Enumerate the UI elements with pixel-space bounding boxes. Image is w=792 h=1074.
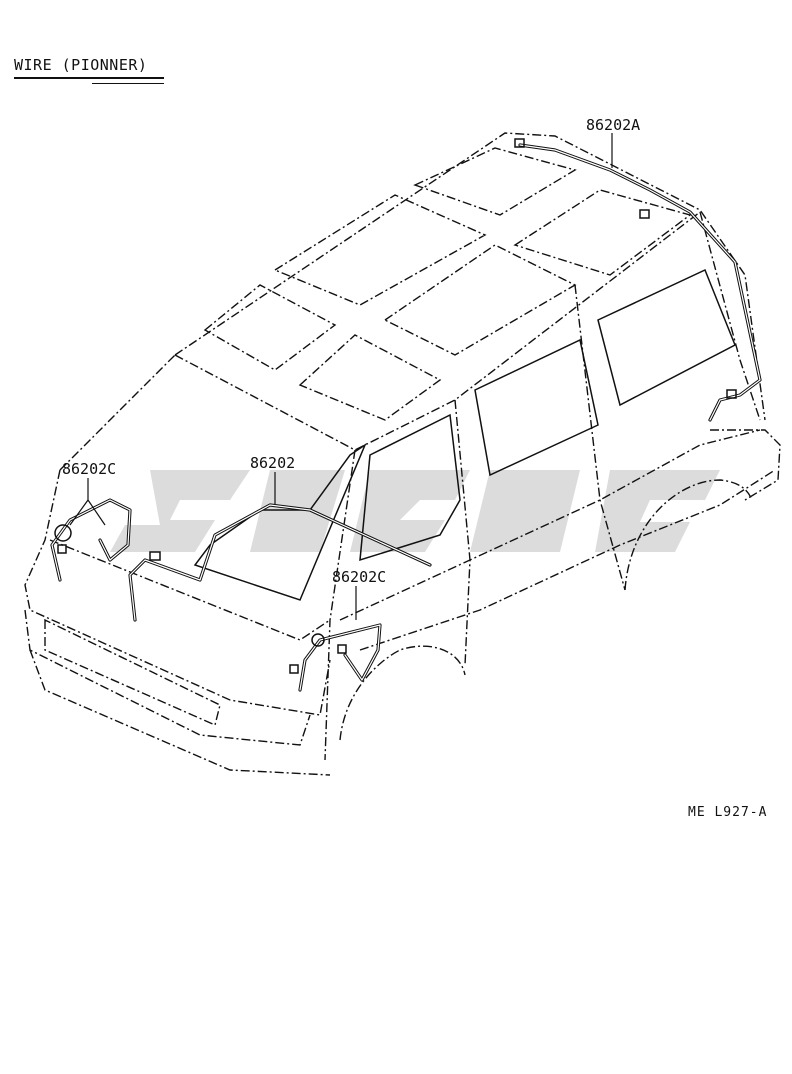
rear-bumper <box>710 429 781 501</box>
d-pillar <box>699 211 761 421</box>
side-window-middle <box>474 338 599 477</box>
wire-86202c-front <box>50 498 132 582</box>
hood-seam <box>49 539 331 641</box>
wire-86202 <box>128 503 432 622</box>
grille <box>44 618 221 726</box>
callout-86202a[interactable]: 86202A <box>586 116 641 134</box>
windshield <box>193 442 367 601</box>
c-pillar <box>574 284 626 591</box>
front-lower-valance <box>29 649 331 776</box>
side-window-front <box>359 413 461 562</box>
roof-panel-front <box>203 284 337 371</box>
front-hood <box>24 354 331 716</box>
callout-86202[interactable]: 86202 <box>250 454 296 472</box>
front-wheel-arch <box>339 645 466 741</box>
watermark <box>110 470 720 552</box>
callout-86202c-side[interactable]: 86202C <box>332 568 387 586</box>
leader-86202c-front <box>69 478 106 526</box>
callout-86202c-front[interactable]: 86202C <box>62 460 117 478</box>
b-pillar <box>454 399 471 666</box>
body-lower-line <box>359 469 776 651</box>
body-side-line <box>339 429 761 621</box>
roof-panel-rear-right <box>513 189 692 276</box>
a-pillar <box>324 449 356 761</box>
title-underline <box>14 77 164 79</box>
title-underline-secondary <box>92 83 164 84</box>
diagram-title: WIRE (PIONNER) <box>14 56 148 74</box>
roof-panel-mid-left <box>298 334 442 421</box>
drawing-code: ME L927-A <box>688 805 768 820</box>
roof-panel-center <box>273 194 487 306</box>
rear-wheel-arch <box>624 479 753 591</box>
side-window-rear <box>597 268 736 407</box>
front-bumper <box>24 609 311 746</box>
wire-86202a <box>514 138 762 422</box>
roof-panel-rear <box>413 147 577 216</box>
roof-front-edge <box>174 211 701 451</box>
roof-outline <box>174 132 766 421</box>
wire-86202c-side <box>289 623 382 692</box>
roof-panel-mid-right <box>383 244 577 356</box>
